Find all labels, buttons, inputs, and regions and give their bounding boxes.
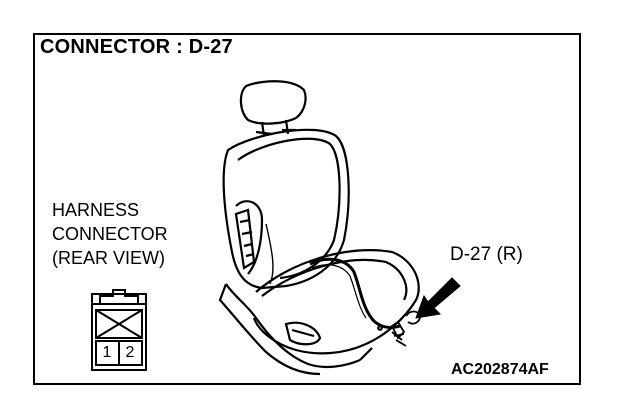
connector-location-icon — [390, 310, 421, 347]
diagram-title: CONNECTOR : D-27 — [40, 36, 233, 58]
figure-code: AC202874AF — [451, 361, 549, 378]
connector-face-icon — [91, 289, 147, 371]
harness-connector-label: HARNESS CONNECTOR (REAR VIEW) — [52, 198, 168, 270]
connector-id-label: D-27 (R) — [450, 244, 523, 265]
seat-back-icon — [222, 128, 350, 290]
pin-number-1: 1 — [102, 344, 112, 361]
harness-label-line-3: (REAR VIEW) — [52, 248, 166, 268]
seat-base-icon — [218, 283, 383, 376]
headrest-icon — [239, 80, 307, 137]
pin-number-2: 2 — [125, 344, 135, 361]
harness-label-line-2: CONNECTOR — [52, 224, 168, 244]
diagram-frame — [33, 33, 581, 385]
seat-cushion-icon — [252, 249, 420, 355]
pointer-arrow-icon — [415, 277, 461, 319]
harness-label-line-1: HARNESS — [52, 200, 140, 220]
